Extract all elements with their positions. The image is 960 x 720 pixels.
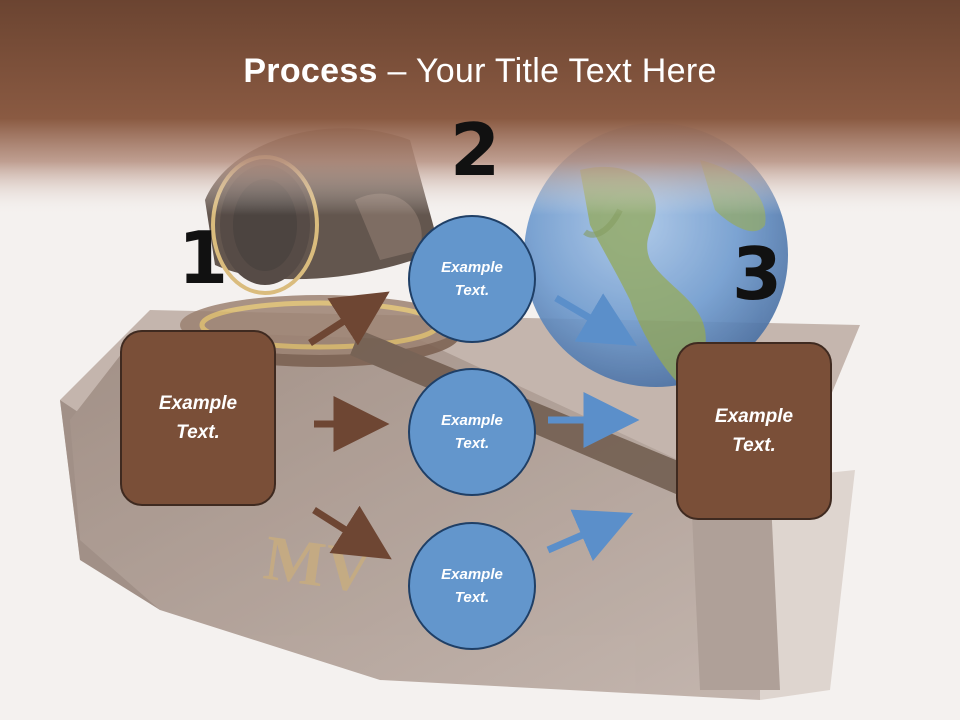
left-box-line2: Text.	[176, 422, 220, 443]
title-rest: – Your Title Text Here	[377, 52, 717, 90]
right-box: Example Text.	[676, 342, 832, 520]
left-box-text: Example Text.	[159, 389, 237, 447]
circle-1-line2: Text.	[454, 282, 490, 299]
step-number-1: 1	[178, 216, 229, 300]
circle-3-line1: Example	[441, 566, 503, 583]
book-emboss-text: MV	[260, 522, 375, 607]
step-number-2: 2	[450, 108, 501, 192]
circle-2: Example Text.	[408, 368, 536, 496]
right-box-line1: Example	[714, 406, 794, 427]
circle-1-text: Example Text.	[441, 256, 503, 302]
step-number-3: 3	[732, 232, 783, 316]
circle-3-text: Example Text.	[441, 563, 503, 609]
title-bold: Process	[243, 52, 378, 90]
circle-2-line2: Text.	[454, 435, 490, 452]
page-title: Process – Your Title Text Here	[0, 52, 960, 91]
circle-1-line1: Example	[441, 259, 503, 276]
circle-2-line1: Example	[441, 412, 503, 429]
right-box-text: Example Text.	[715, 402, 793, 460]
right-box-line2: Text.	[732, 435, 776, 456]
left-box: Example Text.	[120, 330, 276, 506]
circle-3: Example Text.	[408, 522, 536, 650]
circle-2-text: Example Text.	[441, 409, 503, 455]
circle-1: Example Text.	[408, 215, 536, 343]
circle-3-line2: Text.	[454, 589, 490, 606]
left-box-line1: Example	[158, 393, 238, 414]
